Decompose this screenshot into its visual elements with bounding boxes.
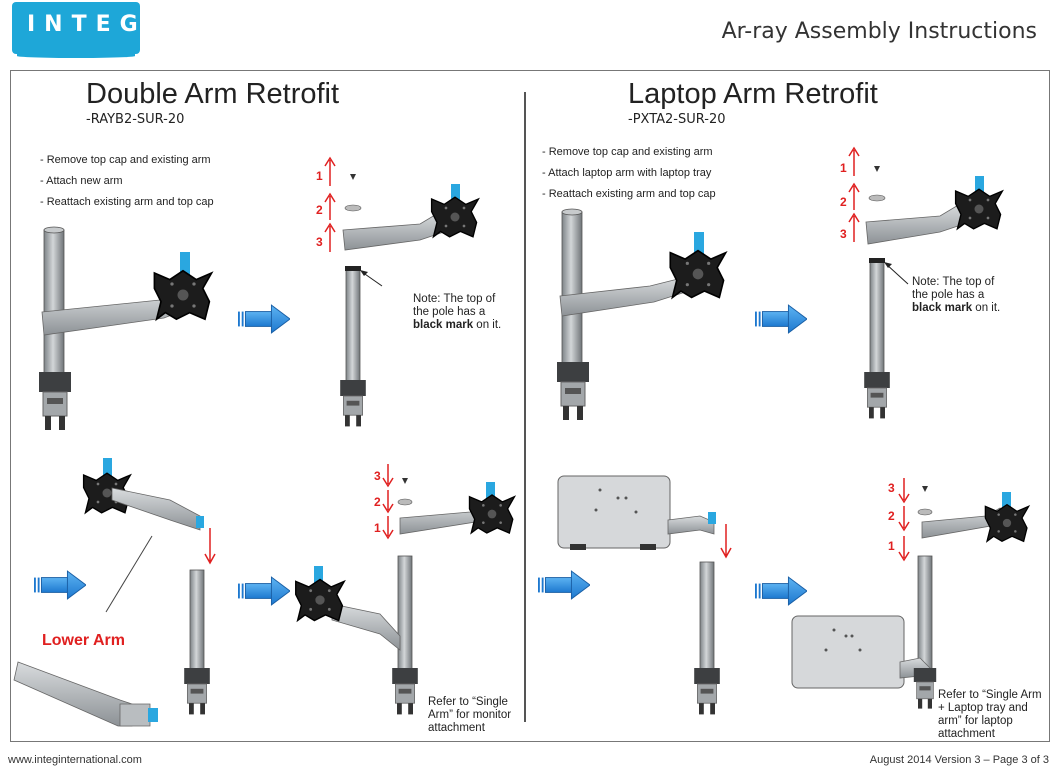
lower-arm-illustration <box>14 662 158 726</box>
step-number-1: 1 <box>316 169 323 183</box>
laptop-final-assembly <box>792 486 1029 709</box>
step-number-3: 3 <box>840 227 847 241</box>
flow-arrow-icon <box>34 571 86 599</box>
double-order-arrows-down: 3 2 1 <box>374 464 393 538</box>
flow-arrow-icon <box>238 577 290 605</box>
laptop-exploded-view <box>864 166 1002 418</box>
laptop-order-arrows-up: 1 2 3 <box>840 148 859 242</box>
flow-arrow-icon <box>238 305 290 333</box>
flow-arrow-icon <box>755 577 807 605</box>
double-assembled-pole <box>39 227 212 430</box>
flow-arrow-icon <box>755 305 807 333</box>
laptop-assembled-pole <box>557 209 726 420</box>
laptop-bare-pole <box>694 562 720 714</box>
bare-pole <box>184 570 210 714</box>
step-number-1: 1 <box>374 521 381 535</box>
step-number-3: 3 <box>374 469 381 483</box>
step-number-2: 2 <box>888 509 895 523</box>
laptop-order-arrows-down: 3 2 1 <box>888 478 909 560</box>
step-number-1: 1 <box>888 539 895 553</box>
flow-arrow-icon <box>538 571 590 599</box>
step-number-2: 2 <box>316 203 323 217</box>
double-order-arrows-up: 1 2 3 <box>316 158 335 252</box>
step-number-3: 3 <box>888 481 895 495</box>
double-exploded-view <box>340 174 478 426</box>
step-number-1: 1 <box>840 161 847 175</box>
step-number-2: 2 <box>840 195 847 209</box>
laptop-tray-arm-illustration <box>558 476 731 557</box>
step-number-2: 2 <box>374 495 381 509</box>
double-final-assembly <box>296 478 515 714</box>
step-number-3: 3 <box>316 235 323 249</box>
